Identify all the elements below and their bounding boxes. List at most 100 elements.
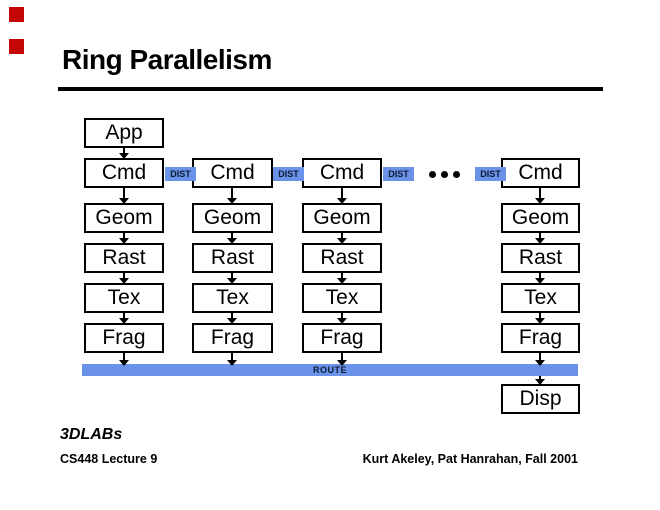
title-underline	[58, 87, 603, 91]
stage-box-geom-pipeline-1: Geom	[84, 203, 164, 233]
arrow-pipeline-2-rast-shaft	[231, 273, 233, 278]
stage-label: Frag	[102, 326, 146, 349]
arrow-pipeline-3-cmd-arrowhead	[337, 198, 347, 204]
stage-box-disp-pipeline-4: Disp	[501, 384, 580, 414]
arrow-pipeline-2-cmd	[227, 188, 237, 204]
dist-badge-2: DIST	[273, 167, 304, 181]
arrow-pipeline-1-cmd-shaft	[123, 188, 125, 198]
arrow-pipeline-1-tex-shaft	[123, 313, 125, 318]
stage-label: Rast	[102, 246, 146, 269]
arrow-pipeline-3-tex-arrowhead	[337, 318, 347, 324]
arrow-pipeline-4-frag-to-route-shaft	[539, 353, 541, 360]
arrow-pipeline-4-cmd-shaft	[539, 188, 541, 198]
ellipsis-dot-3	[453, 171, 460, 178]
stage-box-rast-pipeline-3: Rast	[302, 243, 382, 273]
arrow-pipeline-1-frag-to-route-shaft	[123, 353, 125, 360]
arrow-pipeline-3-geom	[337, 233, 347, 244]
arrow-pipeline-3-tex-shaft	[341, 313, 343, 318]
stage-label: Cmd	[518, 161, 563, 184]
slide-title: Ring Parallelism	[62, 44, 272, 75]
dist-badge-3: DIST	[383, 167, 414, 181]
stage-box-cmd-pipeline-2: Cmd	[192, 158, 273, 188]
stage-box-rast-pipeline-2: Rast	[192, 243, 273, 273]
stage-box-geom-pipeline-3: Geom	[302, 203, 382, 233]
footer-course: CS448 Lecture 9	[60, 452, 158, 466]
arrow-pipeline-1-rast-arrowhead	[119, 278, 129, 284]
arrow-route-to-disp-shaft	[539, 376, 541, 379]
arrow-pipeline-4-tex	[535, 313, 545, 324]
stage-box-geom-pipeline-2: Geom	[192, 203, 273, 233]
arrow-pipeline-1-cmd-arrowhead	[119, 198, 129, 204]
stage-label: Rast	[320, 246, 364, 269]
arrow-pipeline-1-rast-shaft	[123, 273, 125, 278]
stage-box-frag-pipeline-2: Frag	[192, 323, 273, 353]
dist-badge-1: DIST	[165, 167, 196, 181]
arrow-pipeline-1-cmd	[119, 188, 129, 204]
ellipsis-dot-2	[441, 171, 448, 178]
stage-label: Tex	[524, 286, 557, 309]
stage-label: Cmd	[319, 161, 365, 184]
stage-box-tex-pipeline-4: Tex	[501, 283, 580, 313]
stage-label: Geom	[95, 206, 153, 229]
stage-box-tex-pipeline-2: Tex	[192, 283, 273, 313]
stage-label: Frag	[518, 326, 563, 349]
arrow-pipeline-3-rast	[337, 273, 347, 284]
arrow-pipeline-1-geom-shaft	[123, 233, 125, 238]
arrow-pipeline-2-tex-arrowhead	[227, 318, 237, 324]
ellipsis-dot-1	[429, 171, 436, 178]
stage-box-frag-pipeline-4: Frag	[501, 323, 580, 353]
arrow-pipeline-1-frag-to-route	[119, 353, 129, 366]
stage-label: Frag	[210, 326, 255, 349]
stage-label: Geom	[511, 206, 570, 229]
arrow-pipeline-4-geom	[535, 233, 545, 244]
route-bus-bar	[82, 364, 578, 376]
arrow-pipeline-2-rast-arrowhead	[227, 278, 237, 284]
arrow-pipeline-1-app-arrowhead	[119, 153, 129, 159]
arrow-pipeline-4-rast	[535, 273, 545, 284]
arrow-pipeline-1-frag-to-route-arrowhead	[119, 360, 129, 366]
stage-label: Disp	[519, 387, 562, 410]
stage-label: Rast	[518, 246, 563, 269]
arrow-pipeline-4-geom-shaft	[539, 233, 541, 238]
stage-box-cmd-pipeline-1: Cmd	[84, 158, 164, 188]
arrow-pipeline-1-rast	[119, 273, 129, 284]
footer-authors: Kurt Akeley, Pat Hanrahan, Fall 2001	[362, 452, 578, 466]
arrow-pipeline-4-cmd-arrowhead	[535, 198, 545, 204]
arrow-pipeline-2-cmd-shaft	[231, 188, 233, 198]
arrow-route-to-disp	[535, 376, 545, 385]
stage-label: Cmd	[210, 161, 255, 184]
stage-label: App	[105, 121, 143, 144]
stage-label: Tex	[325, 286, 359, 309]
red-square-marker-bottom	[9, 39, 24, 54]
stage-box-geom-pipeline-4: Geom	[501, 203, 580, 233]
red-square-marker-top	[9, 7, 24, 22]
arrow-route-to-disp-arrowhead	[535, 379, 545, 385]
arrow-pipeline-2-frag-to-route	[227, 353, 237, 366]
arrow-pipeline-3-cmd-shaft	[341, 188, 343, 198]
arrow-pipeline-4-rast-shaft	[539, 273, 541, 278]
arrow-pipeline-4-tex-arrowhead	[535, 318, 545, 324]
arrow-pipeline-4-rast-arrowhead	[535, 278, 545, 284]
stage-box-app-pipeline-1: App	[84, 118, 164, 148]
arrow-pipeline-1-tex	[119, 313, 129, 324]
arrow-pipeline-1-app-shaft	[123, 148, 125, 153]
stage-box-frag-pipeline-1: Frag	[84, 323, 164, 353]
stage-label: Frag	[320, 326, 364, 349]
dist-badge-4: DIST	[475, 167, 506, 181]
arrow-pipeline-3-frag-to-route-shaft	[341, 353, 343, 360]
stage-box-frag-pipeline-3: Frag	[302, 323, 382, 353]
stage-box-rast-pipeline-1: Rast	[84, 243, 164, 273]
arrow-pipeline-3-geom-shaft	[341, 233, 343, 238]
arrow-pipeline-1-geom	[119, 233, 129, 244]
arrow-pipeline-4-frag-to-route	[535, 353, 545, 366]
arrow-pipeline-2-rast	[227, 273, 237, 284]
stage-label: Cmd	[101, 161, 147, 184]
arrow-pipeline-3-rast-shaft	[341, 273, 343, 278]
stage-box-cmd-pipeline-3: Cmd	[302, 158, 382, 188]
arrow-pipeline-3-frag-to-route	[337, 353, 347, 366]
arrow-pipeline-3-geom-arrowhead	[337, 238, 347, 244]
arrow-pipeline-1-geom-arrowhead	[119, 238, 129, 244]
vendor-logo-text: 3DLABs	[60, 426, 123, 443]
arrow-pipeline-2-tex-shaft	[231, 313, 233, 318]
